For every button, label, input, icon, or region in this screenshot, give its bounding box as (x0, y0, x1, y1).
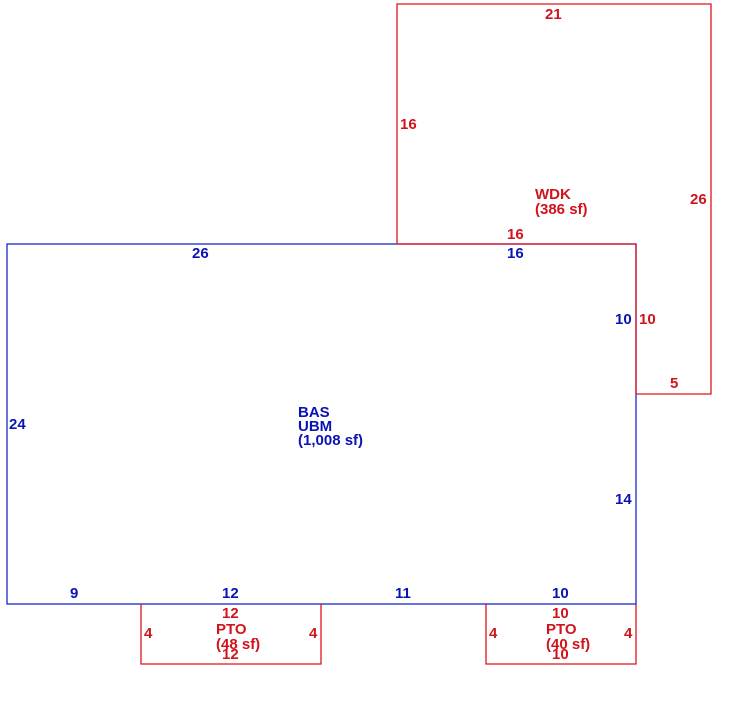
patio-right-outline (485, 604, 637, 665)
patio-right-code-label: PTO (546, 621, 577, 638)
deck-outline (396, 3, 712, 395)
deck-dim-inner: 10 (639, 311, 656, 328)
main-dim-left: 24 (9, 416, 26, 433)
main-dim-bottom-b: 12 (222, 585, 239, 602)
main-dim-right-upper: 10 (615, 311, 632, 328)
deck-dim-right: 26 (690, 191, 707, 208)
patio-right-dim-left: 4 (489, 625, 498, 642)
patio-left-outline (140, 604, 322, 665)
deck-dim-left: 16 (400, 116, 417, 133)
patio-left-dim-right: 4 (309, 625, 318, 642)
deck-code-label: WDK (535, 186, 571, 203)
patio-right-dim-top: 10 (552, 605, 569, 622)
patio-left-dim-left: 4 (144, 625, 153, 642)
deck-area-label: (386 sf) (535, 201, 588, 218)
main-dim-bottom-d: 10 (552, 585, 569, 602)
deck-dim-bottom: 16 (507, 226, 524, 243)
main-area-label: (1,008 sf) (298, 432, 363, 449)
patio-right-dim-right: 4 (624, 625, 633, 642)
deck-dim-notch: 5 (670, 375, 678, 392)
deck-dim-top: 21 (545, 6, 562, 23)
main-dim-top-right: 16 (507, 245, 524, 262)
main-dim-bottom-a: 9 (70, 585, 78, 602)
main-dim-right-lower: 14 (615, 491, 632, 508)
patio-right-dim-bottom: 10 (552, 646, 569, 663)
patio-right-area-label: (40 sf) (546, 636, 590, 653)
main-dim-bottom-c: 11 (395, 585, 411, 602)
main-dim-top-left: 26 (192, 245, 209, 262)
patio-left-area-label: (48 sf) (216, 636, 260, 653)
patio-left-dim-bottom: 12 (222, 646, 239, 663)
patio-left-dim-top: 12 (222, 605, 239, 622)
main-code-label: BAS (298, 404, 330, 421)
patio-left-code-label: PTO (216, 621, 247, 638)
main-subcode-label: UBM (298, 418, 332, 435)
